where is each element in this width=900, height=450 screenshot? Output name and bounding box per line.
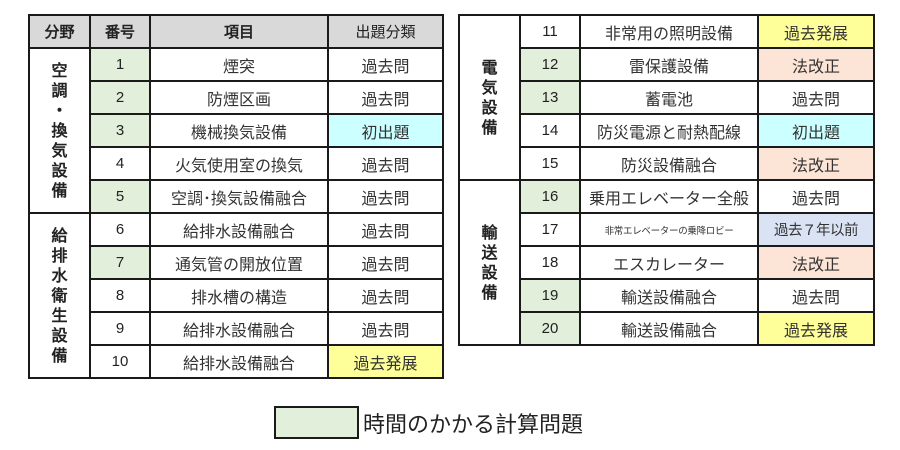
category-cell: 輸 送 設 備	[458, 179, 521, 346]
number-cell: 19	[519, 278, 581, 313]
header-number: 番号	[89, 14, 151, 49]
item-cell: 防煙区画	[149, 80, 329, 115]
category-cell: 電 気 設 備	[458, 14, 521, 181]
number-cell: 5	[89, 179, 151, 214]
question-type-badge: 過去問	[327, 245, 444, 280]
item-cell: 防災設備融合	[579, 146, 759, 181]
question-type-badge: 過去問	[327, 278, 444, 313]
question-type-badge: 過去問	[327, 47, 444, 82]
question-type-badge: 過去問	[327, 80, 444, 115]
header-item: 項目	[149, 14, 329, 49]
number-cell: 20	[519, 311, 581, 346]
question-type-badge: 初出題	[757, 113, 875, 148]
item-cell: 輸送設備融合	[579, 278, 759, 313]
number-cell: 16	[519, 179, 581, 214]
number-cell: 9	[89, 311, 151, 346]
legend: 時間のかかる計算問題	[274, 406, 583, 439]
number-cell: 12	[519, 47, 581, 82]
number-cell: 17	[519, 212, 581, 247]
question-type-badge: 過去問	[757, 80, 875, 115]
number-cell: 15	[519, 146, 581, 181]
header-category: 分野	[28, 14, 91, 49]
question-type-badge: 過去発展	[327, 344, 444, 379]
number-cell: 10	[89, 344, 151, 379]
number-cell: 8	[89, 278, 151, 313]
number-cell: 13	[519, 80, 581, 115]
item-cell: 非常用の照明設備	[579, 14, 759, 49]
number-cell: 18	[519, 245, 581, 280]
item-cell: 乗用エレベーター全般	[579, 179, 759, 214]
header-row: 分野 番号 項目 出題分類	[28, 14, 444, 49]
item-cell: 空調･換気設備融合	[149, 179, 329, 214]
header-type: 出題分類	[327, 14, 444, 49]
item-cell: 煙突	[149, 47, 329, 82]
question-type-badge: 過去発展	[757, 14, 875, 49]
item-cell: 非常エレベーターの乗降ロビー	[579, 212, 759, 247]
item-cell: 給排水設備融合	[149, 344, 329, 379]
number-cell: 14	[519, 113, 581, 148]
item-cell: 火気使用室の換気	[149, 146, 329, 181]
question-type-badge: 法改正	[757, 146, 875, 181]
question-type-badge: 過去問	[757, 179, 875, 214]
legend-swatch-calc-problem	[274, 406, 359, 439]
item-cell: 排水槽の構造	[149, 278, 329, 313]
question-type-badge: 過去問	[327, 146, 444, 181]
question-type-badge: 過去問	[327, 179, 444, 214]
item-cell: 給排水設備融合	[149, 212, 329, 247]
number-cell: 11	[519, 14, 581, 49]
question-type-badge: 過去７年以前	[757, 212, 875, 247]
question-type-badge: 過去発展	[757, 311, 875, 346]
number-cell: 3	[89, 113, 151, 148]
category-cell: 給 排 水 衛 生 設 備	[28, 212, 91, 379]
item-cell: 蓄電池	[579, 80, 759, 115]
item-cell: 防災電源と耐熱配線	[579, 113, 759, 148]
category-cell: 空 調 ・ 換 気 設 備	[28, 47, 91, 214]
question-type-badge: 過去問	[327, 212, 444, 247]
item-cell: 通気管の開放位置	[149, 245, 329, 280]
question-type-badge: 初出題	[327, 113, 444, 148]
number-cell: 2	[89, 80, 151, 115]
number-cell: 4	[89, 146, 151, 181]
number-cell: 1	[89, 47, 151, 82]
number-cell: 6	[89, 212, 151, 247]
item-cell: 給排水設備融合	[149, 311, 329, 346]
question-type-badge: 過去問	[327, 311, 444, 346]
item-cell: エスカレーター	[579, 245, 759, 280]
question-type-badge: 法改正	[757, 47, 875, 82]
question-type-badge: 法改正	[757, 245, 875, 280]
legend-label: 時間のかかる計算問題	[363, 412, 584, 438]
item-cell: 雷保護設備	[579, 47, 759, 82]
number-cell: 7	[89, 245, 151, 280]
item-cell: 輸送設備融合	[579, 311, 759, 346]
item-cell: 機械換気設備	[149, 113, 329, 148]
question-type-badge: 過去問	[757, 278, 875, 313]
